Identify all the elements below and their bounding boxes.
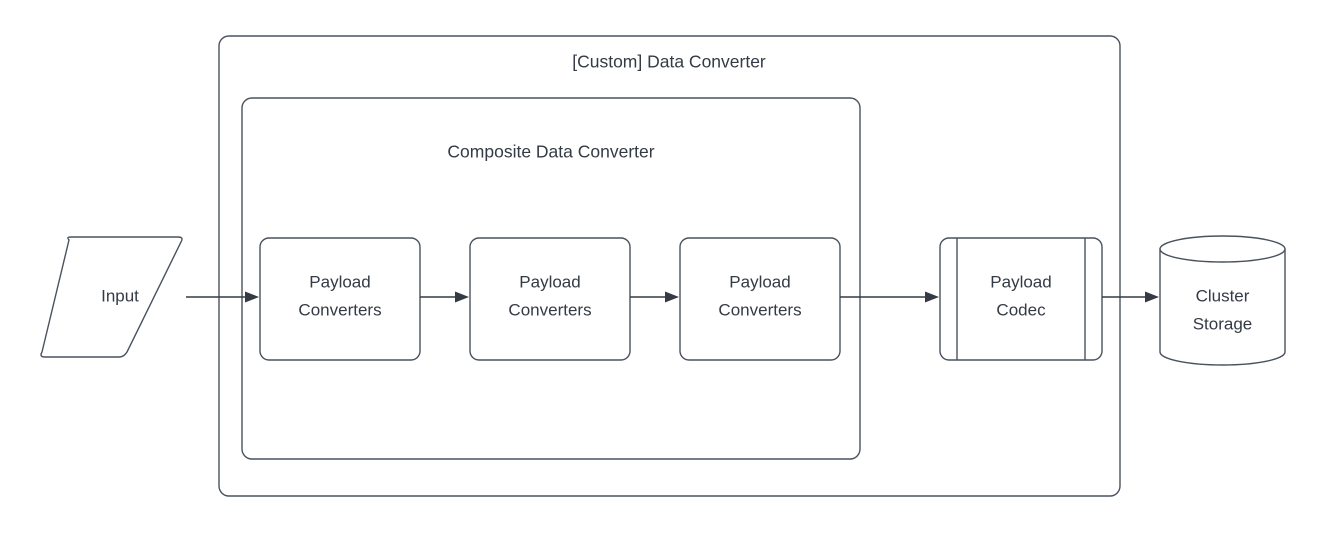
payload-converters-3-label-line2: Converters — [718, 300, 801, 319]
node-payload-converters-2[interactable]: Payload Converters — [469, 237, 631, 361]
composite-data-converter-label: Composite Data Converter — [447, 142, 654, 162]
container-composite-data-converter[interactable]: Composite Data Converter — [241, 97, 861, 460]
node-cluster-storage[interactable]: Cluster Storage — [1159, 235, 1286, 366]
edge-codec-to-cluster-storage — [1102, 291, 1159, 303]
edge-converters3-to-codec — [840, 291, 939, 303]
cluster-storage-top — [1159, 235, 1286, 263]
payload-converters-1-label-line1: Payload — [309, 272, 370, 291]
arrowhead-icon — [455, 291, 469, 303]
payload-converters-2-box — [469, 237, 631, 361]
custom-data-converter-label: [Custom] Data Converter — [572, 52, 766, 72]
input-parallelogram — [40, 236, 183, 358]
arrowhead-icon — [1145, 291, 1159, 303]
arrowhead-icon — [665, 291, 679, 303]
composite-data-converter-border — [241, 97, 861, 460]
node-payload-converters-1[interactable]: Payload Converters — [259, 237, 421, 361]
payload-converters-2-label-line2: Converters — [508, 300, 591, 319]
cluster-storage-body — [1159, 248, 1286, 366]
node-input[interactable]: Input — [40, 236, 183, 358]
edge-input-to-converters1 — [186, 291, 259, 303]
node-payload-codec[interactable]: Payload Codec — [939, 237, 1103, 361]
cluster-storage-label-line1: Cluster — [1196, 286, 1250, 305]
arrowhead-icon — [925, 291, 939, 303]
container-custom-data-converter[interactable]: [Custom] Data Converter — [218, 35, 1121, 497]
payload-codec-label-line2: Codec — [996, 300, 1046, 319]
node-payload-converters-3[interactable]: Payload Converters — [679, 237, 841, 361]
payload-converters-3-box — [679, 237, 841, 361]
input-label: Input — [101, 286, 139, 305]
payload-converters-2-label-line1: Payload — [519, 272, 580, 291]
payload-converters-1-label-line2: Converters — [298, 300, 381, 319]
payload-codec-box — [939, 237, 1103, 361]
edge-converters1-to-converters2 — [420, 291, 469, 303]
arrowhead-icon — [245, 291, 259, 303]
edge-converters2-to-converters3 — [630, 291, 679, 303]
payload-converters-3-label-line1: Payload — [729, 272, 790, 291]
cluster-storage-label-line2: Storage — [1193, 314, 1253, 333]
payload-codec-label-line1: Payload — [990, 272, 1051, 291]
custom-data-converter-border — [218, 35, 1121, 497]
payload-converters-1-box — [259, 237, 421, 361]
